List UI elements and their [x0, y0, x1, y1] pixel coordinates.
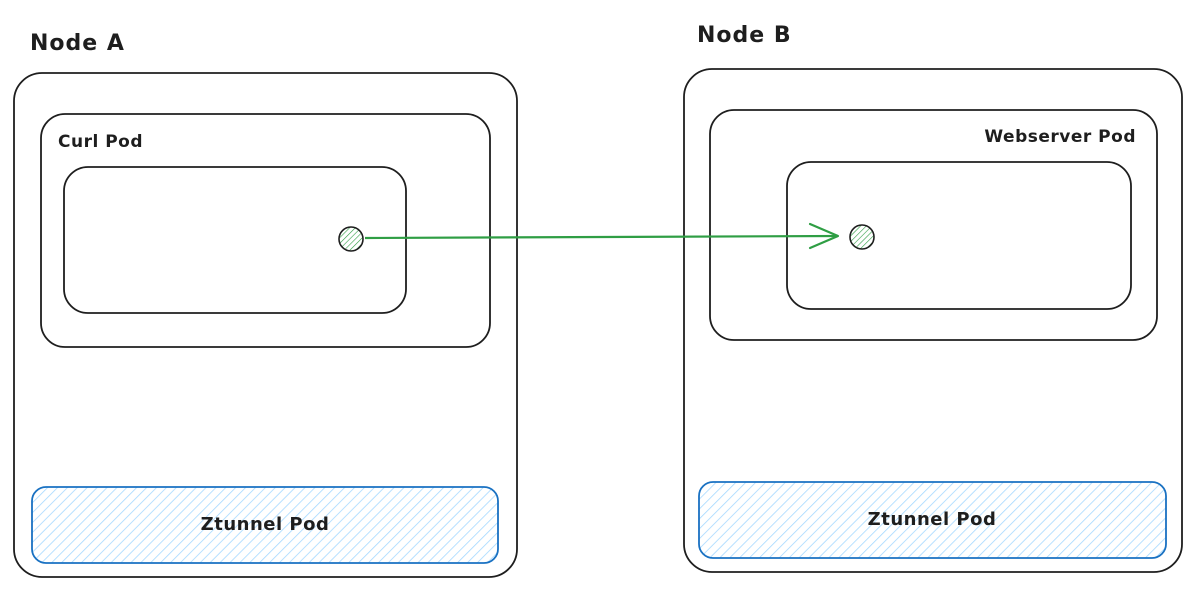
node-b-frame [683, 68, 1183, 573]
connection-line [364, 234, 839, 240]
curl-pod-frame [40, 113, 491, 348]
webserver-pod-frame [709, 109, 1158, 341]
arrowhead [808, 222, 840, 250]
curl-endpoint [338, 226, 364, 252]
curl-container [63, 166, 407, 314]
node-b: Node B Webserver Pod Ztunnel Pod [683, 23, 1183, 573]
node-a-ztunnel-label: Ztunnel Pod [201, 514, 330, 535]
node-a: Node A Curl Pod Ztunnel Pod [13, 31, 518, 578]
webserver-pod-label: Webserver Pod [984, 127, 1136, 147]
node-a-label: Node A [30, 31, 125, 56]
curl-pod-label: Curl Pod [58, 132, 143, 152]
node-b-ztunnel-label: Ztunnel Pod [868, 509, 997, 530]
connection-arrow [364, 222, 840, 250]
node-a-frame [13, 72, 518, 578]
node-a-ztunnel-pod [31, 486, 499, 564]
webserver-endpoint [849, 224, 875, 250]
node-b-label: Node B [697, 23, 792, 48]
node-b-ztunnel-pod [698, 481, 1167, 559]
